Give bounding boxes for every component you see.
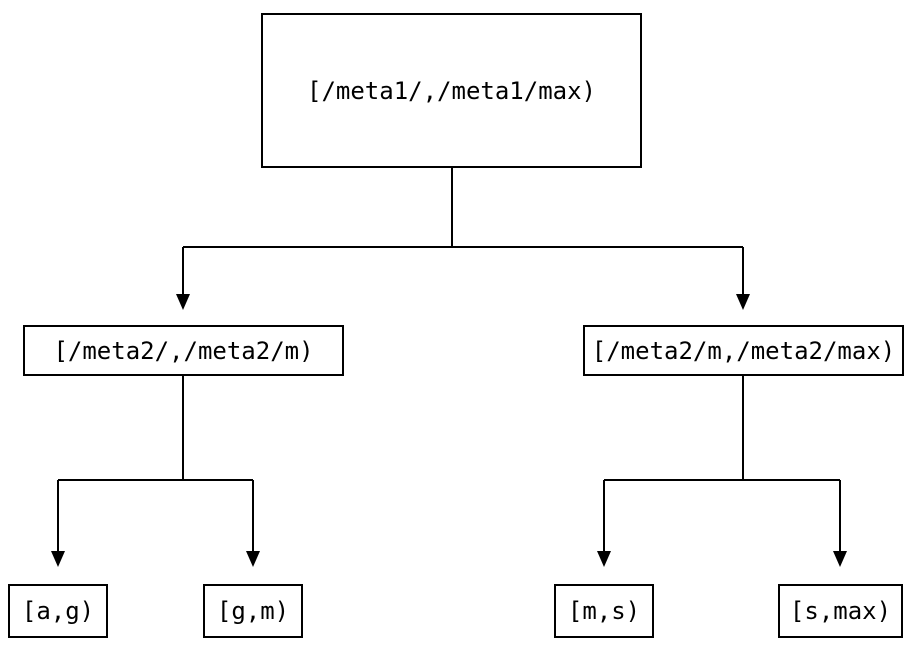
node-root: [/meta1/,/meta1/max) (261, 13, 642, 168)
node-leaf-ag-label: [a,g) (21, 597, 95, 625)
edge-right-children (603, 376, 841, 553)
node-leaf-ms-label: [m,s) (567, 597, 641, 625)
arrowhead-to-left (176, 294, 190, 310)
node-leaf-ms: [m,s) (554, 584, 654, 638)
node-right-subtree: [/meta2/m,/meta2/max) (583, 325, 904, 376)
node-leaf-gm: [g,m) (203, 584, 303, 638)
node-root-label: [/meta1/,/meta1/max) (307, 76, 596, 105)
edge-root-children (182, 168, 744, 296)
node-leaf-ag: [a,g) (8, 584, 108, 638)
node-left-subtree: [/meta2/,/meta2/m) (23, 325, 344, 376)
edge-left-children (57, 376, 254, 553)
arrowhead-to-leaf-smax (833, 551, 847, 567)
node-leaf-gm-label: [g,m) (216, 597, 290, 625)
arrowhead-to-leaf-ms (597, 551, 611, 567)
node-leaf-smax-label: [s,max) (789, 597, 892, 625)
arrowhead-to-leaf-ag (51, 551, 65, 567)
node-left-label: [/meta2/,/meta2/m) (53, 336, 314, 365)
arrowhead-to-right (736, 294, 750, 310)
arrowhead-to-leaf-gm (246, 551, 260, 567)
node-right-label: [/meta2/m,/meta2/max) (591, 336, 896, 365)
node-leaf-smax: [s,max) (778, 584, 903, 638)
